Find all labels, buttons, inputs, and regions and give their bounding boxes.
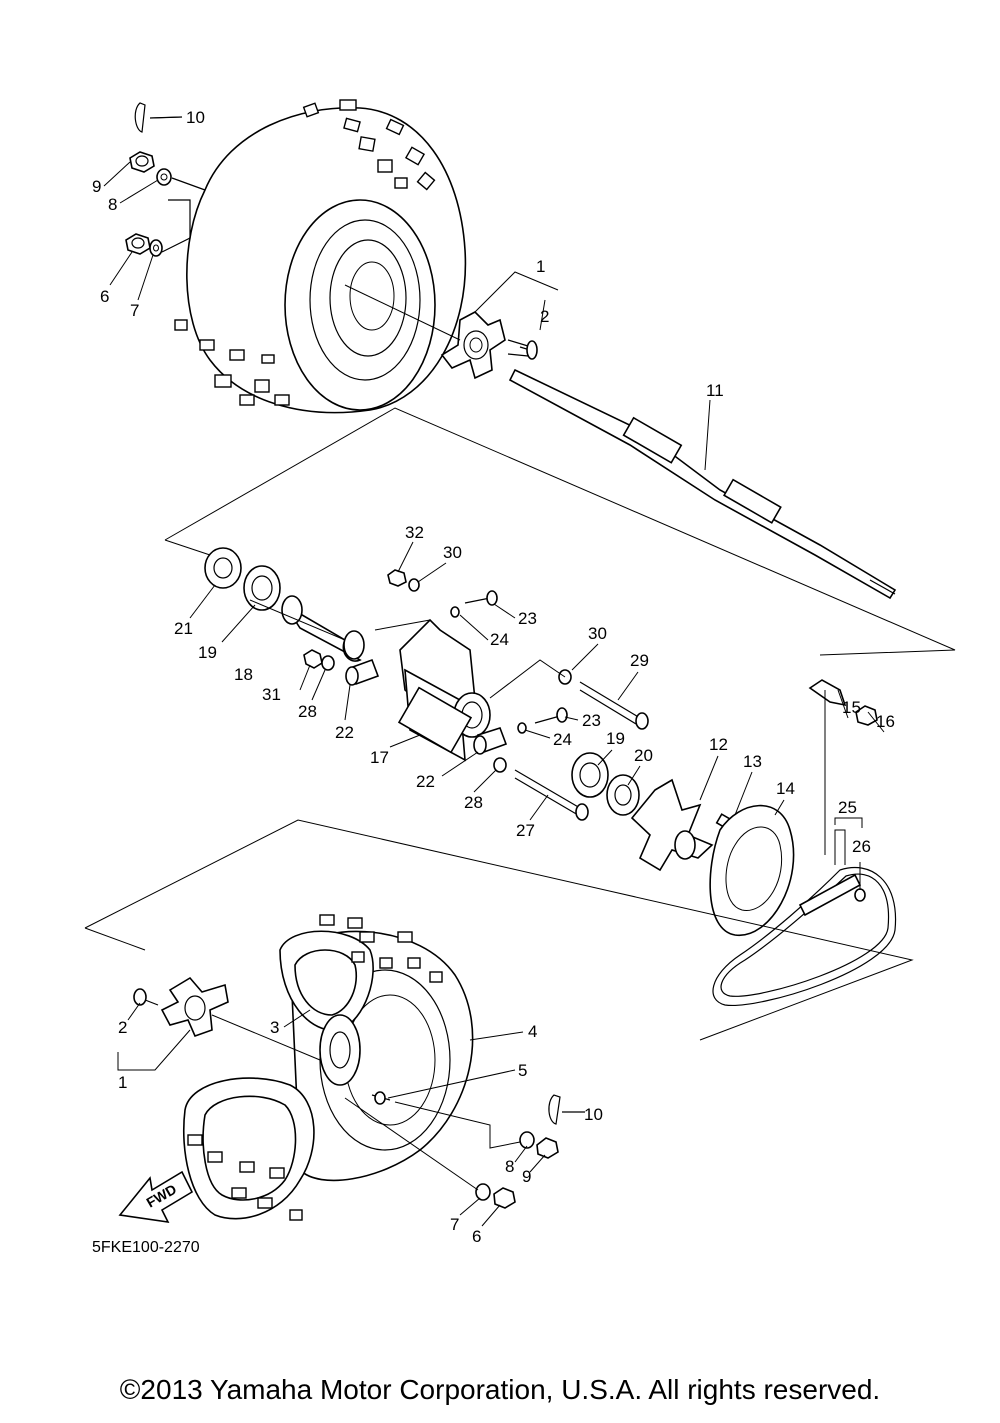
callout-21: 21: [174, 619, 193, 638]
callout-24-lower: 24: [553, 730, 572, 749]
callout-23-top: 23: [518, 609, 537, 628]
callout-22-left: 22: [335, 723, 354, 742]
callout-6-bottom: 6: [472, 1227, 481, 1246]
callout-31: 31: [262, 685, 281, 704]
callout-9-top: 9: [92, 177, 101, 196]
callout-19-left: 19: [198, 643, 217, 662]
callout-24-top: 24: [490, 630, 509, 649]
drive-chain: [712, 829, 897, 1007]
callout-1-bottom: 1: [118, 1073, 127, 1092]
bottom-wheel: [182, 914, 474, 1221]
callout-10-bottom: 10: [584, 1105, 603, 1124]
callout-11: 11: [706, 381, 724, 400]
callout-27: 27: [516, 821, 535, 840]
callout-19-right: 19: [606, 729, 625, 748]
callout-5: 5: [518, 1061, 527, 1080]
callout-2-bottom: 2: [118, 1018, 127, 1037]
mid-box-outline: [164, 407, 956, 656]
callout-7-bottom: 7: [450, 1215, 459, 1234]
callout-16: 16: [876, 712, 895, 731]
callout-1-top: 1: [536, 257, 545, 276]
callout-8-bottom: 8: [505, 1157, 514, 1176]
callout-3: 3: [270, 1018, 279, 1037]
callout-15: 15: [842, 698, 861, 717]
bottom-hub: [117, 976, 321, 1071]
bearings-housing: [204, 547, 649, 821]
callout-30-top: 30: [443, 543, 462, 562]
callout-32: 32: [405, 523, 424, 542]
exploded-parts-diagram: FWD 10 9 8 6 7 1 2 11 32 30 23 24 21 19 …: [84, 99, 956, 1256]
callout-25: 25: [838, 798, 857, 817]
top-wheel-tire: [174, 99, 467, 414]
rear-axle-shaft: [508, 368, 897, 600]
callout-28-left: 28: [298, 702, 317, 721]
callout-30-right: 30: [588, 624, 607, 643]
callout-2-top: 2: [540, 307, 549, 326]
sprocket-assembly: [630, 679, 878, 936]
callout-13: 13: [743, 752, 762, 771]
callout-17: 17: [370, 748, 389, 767]
callout-12: 12: [709, 735, 728, 754]
tread-blocks-bottom: [187, 914, 443, 1221]
bottom-fasteners: [344, 1094, 585, 1209]
callout-9-bottom: 9: [522, 1167, 531, 1186]
callout-6-top: 6: [100, 287, 109, 306]
lower-box-outline: [84, 819, 914, 1041]
drawing-code: 5FKE100-2270: [92, 1239, 200, 1256]
callout-23-lower: 23: [582, 711, 601, 730]
callout-28-lower: 28: [464, 793, 483, 812]
callout-10-top: 10: [186, 108, 205, 127]
callout-29: 29: [630, 651, 649, 670]
copyright-notice: ©2013 Yamaha Motor Corporation, U.S.A. A…: [119, 1374, 881, 1405]
callout-7-top: 7: [130, 301, 139, 320]
callout-20: 20: [634, 746, 653, 765]
callout-18: 18: [234, 665, 253, 684]
top-hub: [440, 311, 538, 380]
callout-4: 4: [528, 1022, 537, 1041]
callout-8-top: 8: [108, 195, 117, 214]
callout-14: 14: [776, 779, 795, 798]
leaders-top: [344, 271, 711, 471]
callout-26: 26: [852, 837, 871, 856]
tread-blocks-top: [174, 99, 436, 406]
callout-22-lower: 22: [416, 772, 435, 791]
callout-labels: 10 9 8 6 7 1 2 11 32 30 23 24 21 19 18 3…: [92, 108, 895, 1246]
fwd-arrow-icon: FWD: [118, 1170, 194, 1224]
